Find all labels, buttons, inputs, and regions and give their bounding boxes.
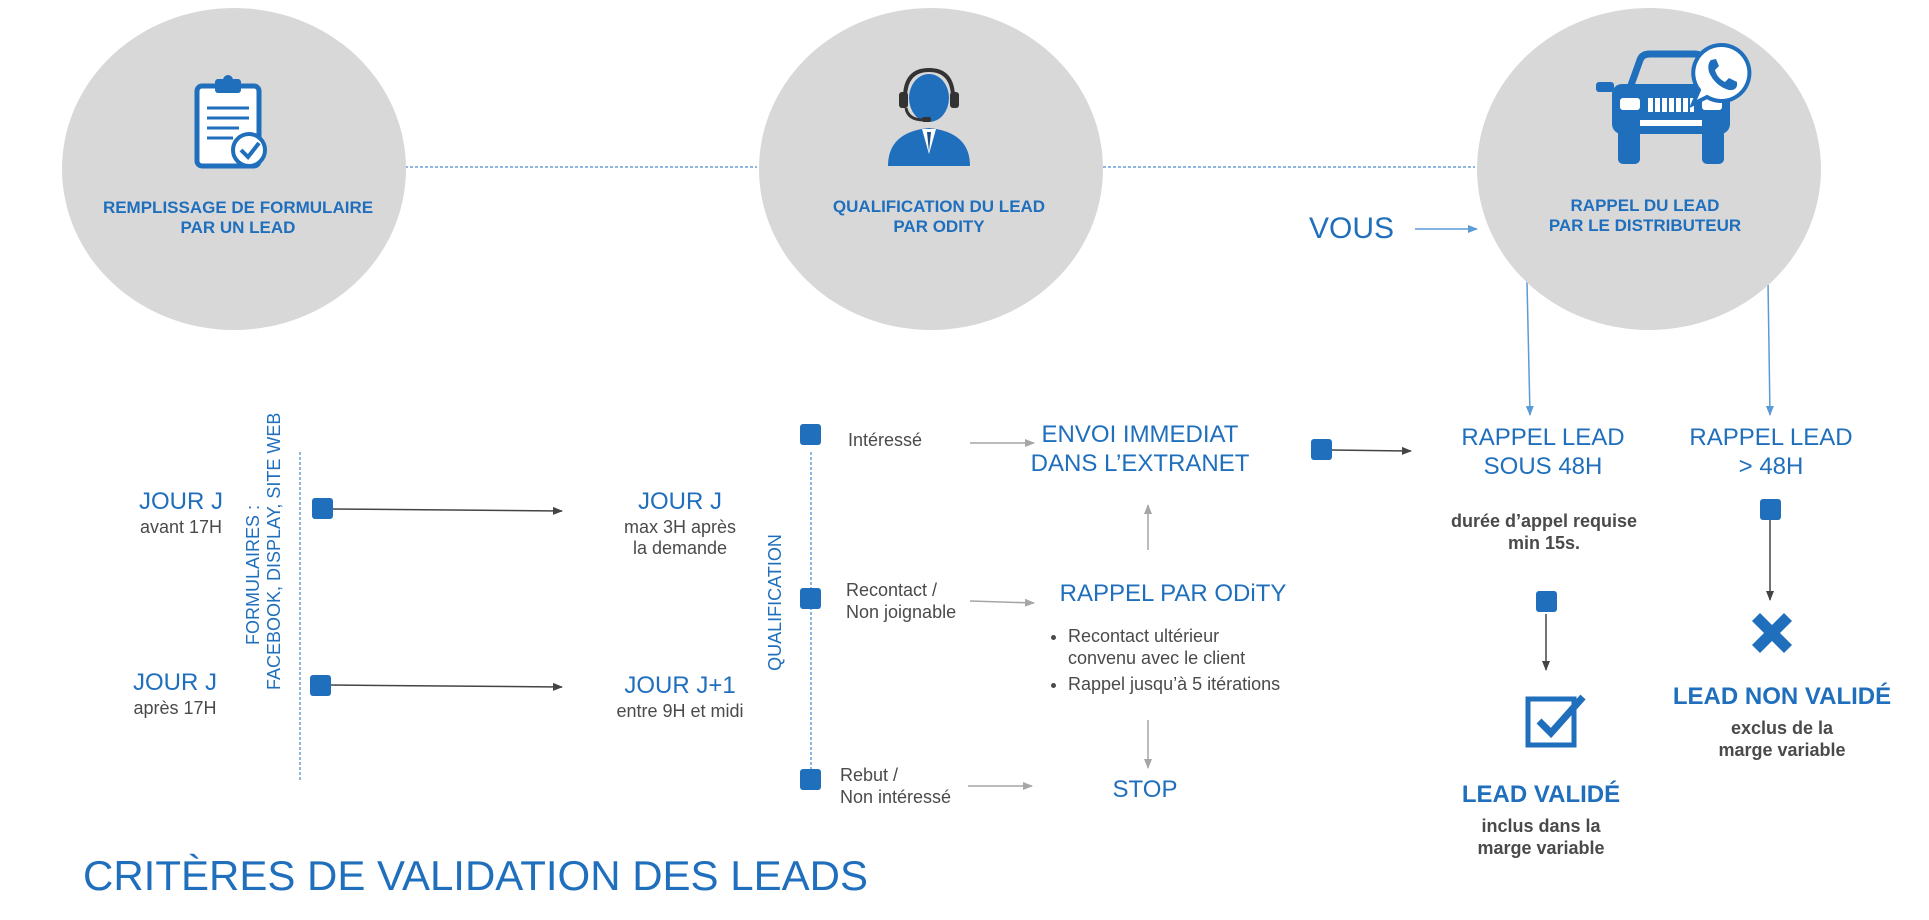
stage-circle-distributeur (1477, 8, 1821, 330)
formulaires-line1: FORMULAIRES : (243, 504, 263, 646)
formulaires-label: FORMULAIRES : FACEBOOK, DISPLAY, SITE WE… (243, 412, 284, 690)
call-center-agent-icon (888, 67, 970, 166)
node-square (312, 498, 333, 519)
node-square (800, 424, 821, 445)
outcome-recontact: Recontact / Non joignable (846, 580, 956, 623)
arrow-jour-j-avant (331, 506, 563, 515)
timing-detail: avant 17H (139, 516, 223, 537)
delay-day: JOUR J+1 (624, 672, 736, 699)
rappel-48h-note: durée d’appel requise min 15s. (1451, 511, 1637, 554)
action-envoi-immediat: ENVOI IMMEDIAT DANS L’EXTRANET (1031, 421, 1250, 479)
rappel-sous-48h: RAPPEL LEAD SOUS 48H (1461, 424, 1624, 482)
arrow-jour-j-apres (329, 682, 563, 691)
delay-jour-j1: JOUR J+1 entre 9H et midi (616, 672, 743, 722)
timing-jour-j-apres: JOUR J après 17H (133, 669, 217, 719)
node-square (800, 769, 821, 790)
cross-icon (1752, 613, 1792, 653)
node-square (1760, 499, 1781, 520)
note-line2: min 15s. (1507, 532, 1581, 553)
node-square (1536, 591, 1557, 612)
stage-caption-formulaire: REMPLISSAGE DE FORMULAIRE PAR UN LEAD (103, 198, 373, 239)
arrow-circle-to-48h (1525, 281, 1534, 416)
lead-valide-desc: inclus dans la marge variable (1477, 816, 1604, 859)
lead-non-valide-title: LEAD NON VALIDÉ (1672, 683, 1892, 710)
checkbox-checked-icon (1525, 694, 1586, 748)
lead-non-valide-desc: exclus de la marge variable (1718, 718, 1845, 761)
delay-detail1: max 3H après (623, 516, 737, 537)
stage-circle-qualification (759, 8, 1103, 330)
node-square (1311, 439, 1332, 460)
delay-detail2: la demande (632, 538, 728, 559)
action-rappel-odity: RAPPEL PAR ODiTY (1059, 580, 1287, 607)
lead-valide-title: LEAD VALIDÉ (1461, 781, 1621, 808)
rappelgt48-line2: > 48H (1738, 452, 1804, 480)
desc-line2: marge variable (1718, 739, 1846, 760)
outcome-line1: Recontact / (846, 580, 938, 600)
desc-line1: exclus de la (1730, 718, 1834, 738)
node-square (310, 675, 331, 696)
arrow-circle-to-gt48h (1765, 281, 1774, 416)
outcome-rebut: Rebut / Non intéressé (840, 765, 951, 808)
formulaires-line2: FACEBOOK, DISPLAY, SITE WEB (263, 412, 284, 690)
outcome-line2: Non joignable (846, 601, 957, 622)
rappel48-line1: RAPPEL LEAD (1461, 424, 1625, 451)
stage-caption-line1: RAPPEL DU LEAD (1570, 196, 1720, 215)
outcome-line2: Non intéressé (840, 786, 952, 807)
stage-caption-distributeur: RAPPEL DU LEAD PAR LE DISTRIBUTEUR (1549, 196, 1741, 237)
timing-day: JOUR J (139, 488, 223, 515)
rappelgt48-line1: RAPPEL LEAD (1689, 424, 1853, 451)
bullet-text: Recontact ultérieur (1068, 626, 1220, 646)
qualification-text: QUALIFICATION (765, 534, 785, 671)
delay-day: JOUR J (637, 488, 722, 515)
timing-day: JOUR J (133, 669, 217, 696)
rappel-bullet: Rappel jusqu’à 5 itérations (1068, 674, 1280, 696)
node-square (800, 588, 821, 609)
desc-line1: inclus dans la (1481, 816, 1601, 836)
stage-caption-line2: PAR UN LEAD (180, 218, 296, 238)
rappel48-line2: SOUS 48H (1483, 452, 1603, 480)
outcome-line1: Rebut / (840, 765, 899, 785)
desc-line2: marge variable (1477, 837, 1605, 858)
envoi-line2: DANS L’EXTRANET (1030, 449, 1250, 477)
delay-jour-j: JOUR J max 3H après la demande (624, 488, 736, 560)
arrow-envoi-to-rappel (1331, 446, 1412, 455)
whatsapp-icon (1689, 42, 1752, 108)
outcome-interesse: Intéressé (848, 430, 923, 450)
vous-label: VOUS (1309, 212, 1395, 245)
stage-caption-line1: REMPLISSAGE DE FORMULAIRE (102, 198, 374, 217)
stage-caption-line1: QUALIFICATION DU LEAD (832, 197, 1046, 216)
stage-caption-qualification: QUALIFICATION DU LEAD PAR ODITY (833, 197, 1045, 238)
timing-jour-j-avant: JOUR J avant 17H (139, 488, 223, 538)
bullet-text: Rappel jusqu’à 5 itérations (1068, 674, 1281, 695)
note-line1: durée d’appel requise (1450, 511, 1638, 531)
stage-circle-formulaire (62, 8, 406, 330)
stage-caption-line2: PAR ODITY (893, 217, 985, 237)
delay-detail1: entre 9H et midi (616, 700, 744, 721)
rappel-plus-48h: RAPPEL LEAD > 48H (1689, 424, 1852, 482)
stage-caption-line2: PAR LE DISTRIBUTEUR (1548, 216, 1742, 236)
action-stop: STOP (1112, 776, 1178, 803)
qualification-label: QUALIFICATION (765, 530, 786, 675)
arrow-recontact (969, 598, 1035, 607)
clipboard-check-icon (194, 75, 267, 169)
timing-detail: après 17H (133, 697, 217, 718)
envoi-line1: ENVOI IMMEDIAT (1041, 421, 1239, 448)
bullet-text-cont: convenu avec le client (1068, 647, 1246, 668)
page-title: CRITÈRES DE VALIDATION DES LEADS (83, 852, 868, 899)
